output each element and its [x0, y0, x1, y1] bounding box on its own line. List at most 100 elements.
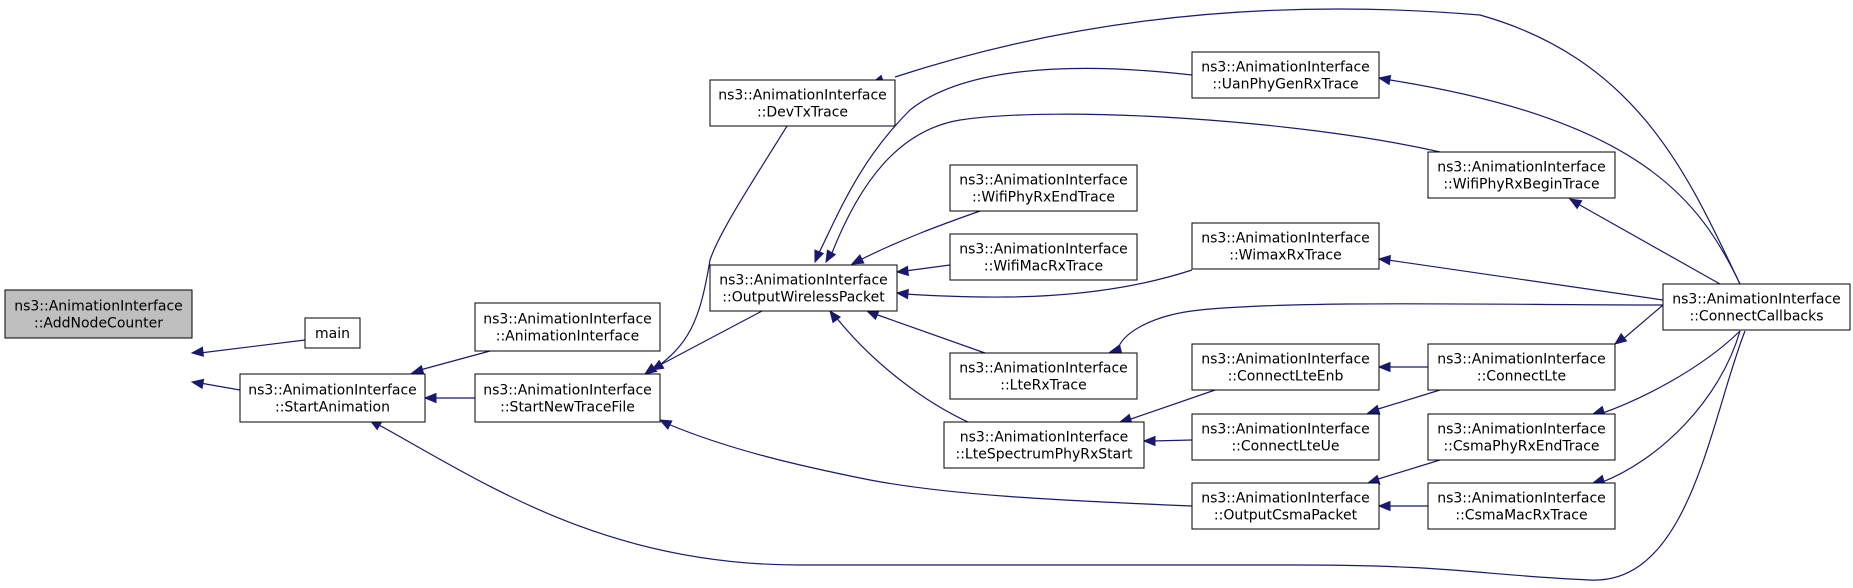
node-label-line: main: [315, 326, 350, 342]
edge-line: [1389, 79, 1741, 285]
node-lteSpectrumPhyRxStart[interactable]: ns3::AnimationInterface::LteSpectrumPhyR…: [943, 421, 1145, 469]
node-animationInterface[interactable]: ns3::AnimationInterface::AnimationInterf…: [474, 302, 661, 352]
node-box: [1191, 51, 1380, 99]
edge-connectCallbacks-to-connectLte: [1613, 304, 1664, 345]
edge-line: [1151, 439, 1193, 442]
edge-lteRxTrace-to-outputWirelessPacket: [865, 310, 986, 354]
node-box: [1191, 222, 1380, 270]
edge-wifiPhyRxEndTrace-to-outputWirelessPacket: [850, 209, 984, 265]
node-box: [304, 317, 361, 349]
arrowhead: [1568, 198, 1583, 210]
arrowhead: [895, 265, 909, 277]
edge-line: [1374, 389, 1441, 411]
node-wimaxRxTrace[interactable]: ns3::AnimationInterface::WimaxRxTrace: [1191, 222, 1380, 270]
edge-line: [659, 310, 763, 366]
node-box: [949, 352, 1138, 400]
node-label-line: ns3::AnimationInterface: [1201, 231, 1370, 247]
arrowhead: [1377, 254, 1391, 266]
arrowhead: [1108, 344, 1123, 355]
arrowhead: [190, 346, 205, 357]
edge-startNewTraceFile-to-startAnimation: [423, 392, 475, 404]
arrowhead: [865, 310, 880, 321]
arrowhead: [650, 359, 665, 371]
node-label-line: ::StartNewTraceFile: [500, 400, 635, 416]
node-connectLte[interactable]: ns3::AnimationInterface::ConnectLte: [1427, 343, 1616, 391]
node-label-line: ::ConnectLteUe: [1231, 439, 1339, 455]
node-uanPhyGenRxTrace[interactable]: ns3::AnimationInterface::UanPhyGenRxTrac…: [1191, 51, 1380, 99]
edge-line: [1127, 388, 1219, 421]
node-connectLteEnb[interactable]: ns3::AnimationInterface::ConnectLteEnb: [1191, 343, 1380, 391]
arrowhead: [1377, 500, 1391, 512]
edge-line: [369, 330, 1746, 581]
node-label-line: ns3::AnimationInterface: [1672, 292, 1841, 308]
node-label-line: ::UanPhyGenRxTrace: [1212, 77, 1358, 93]
node-label-line: ::CsmaPhyRxEndTrace: [1443, 439, 1599, 455]
edge-wifiPhyRxBeginTrace-to-outputWirelessPacket: [825, 113, 1441, 264]
node-box: [949, 233, 1138, 281]
edge-line: [894, 8, 1741, 285]
edge-wimaxRxTrace-to-outputWirelessPacket: [895, 269, 1193, 300]
node-label-line: ns3::AnimationInterface: [1201, 352, 1370, 368]
node-addNodeCounter[interactable]: ns3::AnimationInterface::AddNodeCounter: [4, 289, 193, 339]
node-outputWirelessPacket[interactable]: ns3::AnimationInterface::OutputWirelessP…: [709, 264, 898, 312]
edge-csmaPhyRxEndTrace-to-outputCsmaPacket: [1366, 459, 1441, 485]
arrowhead: [410, 364, 425, 375]
edge-outputCsmaPacket-to-startNewTraceFile: [658, 419, 1193, 507]
node-outputCsmaPacket[interactable]: ns3::AnimationInterface::OutputCsmaPacke…: [1191, 482, 1380, 530]
node-box: [1427, 413, 1616, 461]
node-startAnimation[interactable]: ns3::AnimationInterface::StartAnimation: [239, 373, 426, 423]
arrowhead: [423, 392, 437, 404]
arrowhead: [829, 309, 842, 324]
edge-line: [1599, 330, 1741, 484]
node-connectCallbacks[interactable]: ns3::AnimationInterface::ConnectCallback…: [1662, 283, 1851, 331]
node-label-line: ns3::AnimationInterface: [718, 88, 887, 104]
edge-animationInterface-to-startAnimation: [410, 350, 491, 375]
edge-uanPhyGenRxTrace-to-outputWirelessPacket: [814, 67, 1193, 264]
node-wifiPhyRxEndTrace[interactable]: ns3::AnimationInterface::WifiPhyRxEndTra…: [949, 164, 1138, 212]
node-label-line: ns3::AnimationInterface: [14, 299, 183, 315]
node-box: [474, 373, 661, 423]
edge-main-to-addNodeCounter: [190, 339, 306, 357]
node-startNewTraceFile[interactable]: ns3::AnimationInterface::StartNewTraceFi…: [474, 373, 661, 423]
arrowhead: [895, 288, 909, 300]
node-wifiPhyRxBeginTrace[interactable]: ns3::AnimationInterface::WifiPhyRxBeginT…: [1427, 151, 1616, 199]
node-label-line: ::WifiMacRxTrace: [984, 259, 1103, 275]
edge-lteSpectrumPhyRxStart-to-outputWirelessPacket: [829, 309, 971, 424]
node-label-line: ns3::AnimationInterface: [1437, 491, 1606, 507]
node-label-line: ::ConnectLte: [1477, 369, 1566, 385]
arrowhead: [1366, 404, 1381, 415]
edge-line: [834, 315, 971, 424]
node-box: [474, 302, 661, 352]
arrowhead: [658, 419, 673, 430]
node-connectLteUe[interactable]: ns3::AnimationInterface::ConnectLteUe: [1191, 413, 1380, 461]
node-label-line: ::OutputWirelessPacket: [722, 290, 885, 306]
arrowhead: [1377, 361, 1391, 373]
node-box: [1191, 343, 1380, 391]
node-csmaPhyRxEndTrace[interactable]: ns3::AnimationInterface::CsmaPhyRxEndTra…: [1427, 413, 1616, 461]
node-label-line: ns3::AnimationInterface: [959, 361, 1128, 377]
node-csmaMacRxTrace[interactable]: ns3::AnimationInterface::CsmaMacRxTrace: [1427, 482, 1616, 530]
node-label-line: ::StartAnimation: [275, 400, 390, 416]
node-label-line: ::WifiPhyRxEndTrace: [972, 190, 1115, 206]
node-label-line: ns3::AnimationInterface: [1201, 422, 1370, 438]
edge-connectCallbacks-to-wimaxRxTrace: [1377, 254, 1664, 301]
edge-line: [859, 209, 984, 261]
node-label-line: ::OutputCsmaPacket: [1214, 508, 1358, 524]
node-lteRxTrace[interactable]: ns3::AnimationInterface::LteRxTrace: [949, 352, 1138, 400]
node-wifiMacRxTrace[interactable]: ns3::AnimationInterface::WifiMacRxTrace: [949, 233, 1138, 281]
arrowhead: [825, 249, 837, 264]
node-main[interactable]: main: [304, 317, 361, 349]
node-label-line: ns3::AnimationInterface: [1201, 491, 1370, 507]
node-label-line: ::ConnectCallbacks: [1689, 309, 1823, 325]
edge-line: [904, 264, 951, 272]
node-devTxTrace[interactable]: ns3::AnimationInterface::DevTxTrace: [709, 79, 896, 127]
node-box: [949, 164, 1138, 212]
arrowhead: [814, 249, 825, 264]
node-label-line: ns3::AnimationInterface: [959, 242, 1128, 258]
node-box: [943, 421, 1145, 469]
node-label-line: ns3::AnimationInterface: [960, 430, 1129, 446]
arrowhead: [850, 254, 865, 265]
edge-line: [667, 423, 1193, 507]
node-label-line: ::AddNodeCounter: [34, 316, 163, 332]
